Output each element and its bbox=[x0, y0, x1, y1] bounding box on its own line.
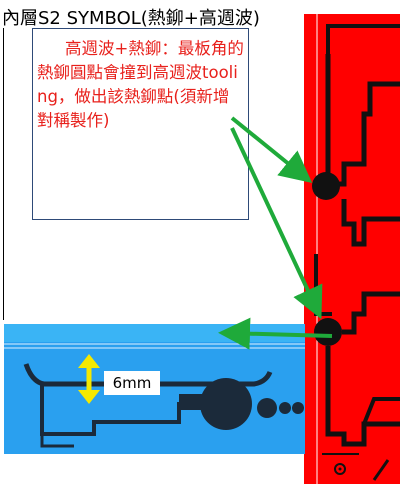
tooling-outline-body bbox=[40, 384, 181, 436]
annotation-text-content: 高週波+熱鉚：最板角的熱鉚圓點會撞到高週波tooling，做出該熱鉚點(須新增對… bbox=[37, 39, 244, 130]
outline-mid bbox=[341, 199, 400, 247]
outline-bottom-notch bbox=[362, 397, 400, 425]
annotation-box: 高週波+熱鉚：最板角的熱鉚圓點會撞到高週波tooling，做出該熱鉚點(須新增對… bbox=[32, 28, 249, 220]
outline-lower bbox=[342, 291, 400, 335]
bottom-diagonal bbox=[372, 459, 390, 481]
red-panel-image bbox=[304, 14, 408, 484]
slide-title: 內層S2 SYMBOL(熱鉚+高週波) bbox=[2, 8, 260, 29]
red-panel-edge bbox=[400, 14, 408, 484]
rivet-dot-lower bbox=[314, 318, 342, 346]
rivet-dot-upper bbox=[312, 172, 340, 200]
outline-top bbox=[326, 24, 400, 54]
dimension-label: 6mm bbox=[104, 371, 160, 395]
blue-panel-top-strip bbox=[4, 324, 305, 342]
tooling-dot-2 bbox=[279, 402, 291, 414]
annotation-text: 高週波+熱鉚：最板角的熱鉚圓點會撞到高週波tooling，做出該熱鉚點(須新增對… bbox=[37, 37, 245, 133]
small-circle-center bbox=[338, 467, 342, 471]
tooling-dot-3 bbox=[292, 402, 304, 414]
tooling-dot-1 bbox=[257, 398, 277, 418]
tooling-round-head bbox=[200, 378, 252, 430]
tooling-outline-foot bbox=[40, 434, 74, 448]
divider-line bbox=[3, 28, 4, 320]
small-circle-mark bbox=[334, 463, 346, 475]
tooling-neck bbox=[179, 394, 219, 410]
red-panel-bg bbox=[304, 14, 408, 484]
